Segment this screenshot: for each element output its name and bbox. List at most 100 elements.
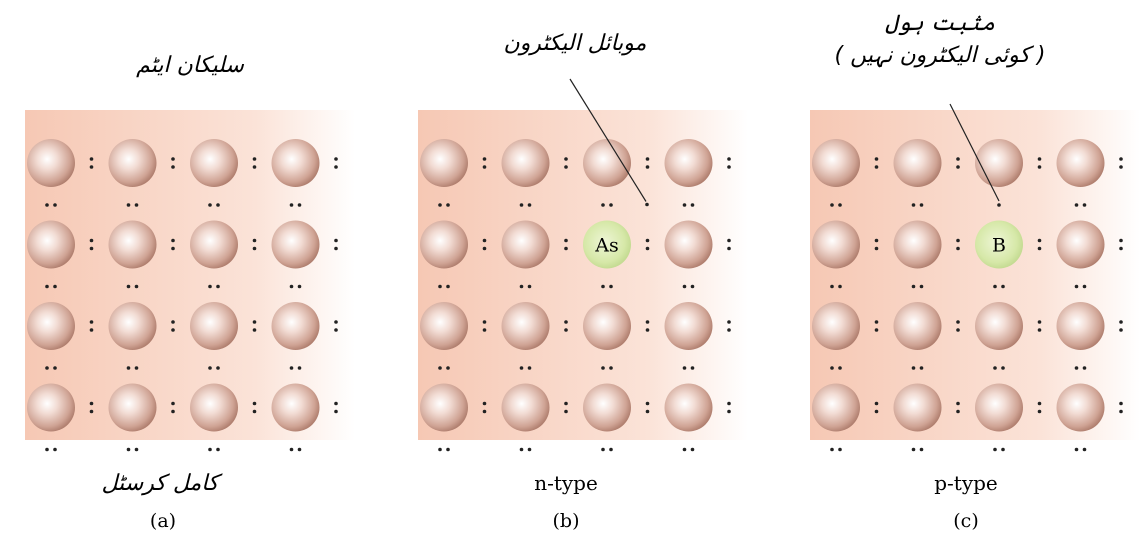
- bond-dots-vertical: [45, 447, 57, 452]
- silicon-atom: [501, 383, 550, 432]
- bond-dots-vertical: [682, 203, 695, 207]
- bond-dots-horizontal: [1037, 238, 1042, 251]
- bond-dots-vertical: [289, 284, 302, 289]
- bond-dots-horizontal: [564, 157, 568, 169]
- bond-dots-vertical: [830, 366, 842, 370]
- bond-dots-vertical: [1074, 203, 1087, 207]
- silicon-atom: [812, 139, 860, 187]
- panel-sublabel: (a): [150, 510, 176, 532]
- bond-dots-horizontal: [645, 157, 650, 169]
- bond-dots-horizontal: [334, 401, 338, 414]
- bond-dots-vertical: [601, 366, 613, 370]
- silicon-atom: [27, 383, 75, 432]
- silicon-atom: [583, 139, 631, 187]
- silicon-atom: [420, 220, 468, 269]
- bond-dots-vertical: [993, 447, 1005, 452]
- bond-dots-horizontal: [874, 401, 879, 414]
- bond-dots-vertical: [519, 366, 532, 370]
- bond-dots-horizontal: [252, 157, 257, 169]
- silicon-atom: [664, 383, 713, 432]
- mobile-electron-pointer: [569, 78, 647, 202]
- bond-dots-vertical: [911, 284, 924, 289]
- bond-dots-vertical: [289, 366, 302, 370]
- silicon-atom: [108, 383, 157, 432]
- silicon-atom: [190, 383, 238, 432]
- type-caption: p-type: [934, 471, 998, 495]
- silicon-atom: [108, 139, 157, 187]
- dopant-atom: [975, 220, 1023, 269]
- silicon-atom: [664, 220, 713, 269]
- bond-dots-vertical: [208, 366, 220, 370]
- bond-dots-horizontal: [252, 238, 257, 251]
- bond-dots-vertical: [208, 284, 220, 289]
- bond-dots-horizontal: [482, 157, 487, 169]
- silicon-atom: [27, 139, 75, 187]
- hole-pointer: [949, 103, 1000, 202]
- bond-dots-vertical: [126, 366, 139, 370]
- bond-dots-horizontal: [564, 320, 568, 332]
- silicon-atom: [583, 302, 631, 350]
- bond-dots-horizontal: [727, 320, 731, 332]
- bond-dots-horizontal: [1119, 401, 1123, 414]
- bond-dots-vertical: [289, 447, 302, 452]
- dopant-atom: [583, 220, 631, 269]
- silicon-atom: [108, 302, 157, 350]
- bond-dots-horizontal: [1119, 157, 1123, 169]
- bond-dots-vertical: [519, 447, 532, 452]
- bond-dots-horizontal: [482, 401, 487, 414]
- bond-dots-vertical: [45, 284, 57, 289]
- bond-dots-horizontal: [89, 157, 94, 169]
- silicon-atom: [583, 383, 631, 432]
- silicon-atom: [190, 139, 238, 187]
- bond-dots-vertical: [830, 284, 842, 289]
- silicon-atom: [664, 139, 713, 187]
- bond-dots-horizontal: [89, 320, 94, 332]
- silicon-atom: [812, 302, 860, 350]
- silicon-atom: [27, 220, 75, 269]
- type-caption: n-type: [534, 471, 598, 495]
- bond-dots-horizontal: [1037, 320, 1042, 332]
- bond-dots-vertical: [601, 447, 613, 452]
- silicon-atom: [812, 383, 860, 432]
- silicon-atom: [27, 302, 75, 350]
- bond-dots-horizontal: [482, 238, 487, 251]
- bond-dots-vertical: [519, 203, 532, 207]
- bond-dots-vertical: [126, 203, 139, 207]
- bond-dots-horizontal: [1037, 157, 1042, 169]
- bond-dots-horizontal: [874, 238, 879, 251]
- bond-dots-vertical: [438, 366, 450, 370]
- silicon-atom: [501, 302, 550, 350]
- silicon-atom: [271, 139, 320, 187]
- silicon-atom: [420, 383, 468, 432]
- silicon-atom: [812, 220, 860, 269]
- bond-dots-vertical: [126, 447, 139, 452]
- bond-dots-vertical: [438, 284, 450, 289]
- bond-dots-vertical: [911, 366, 924, 370]
- bond-dots-horizontal: [334, 238, 338, 251]
- bond-dots-horizontal: [727, 157, 731, 169]
- bond-dots-vertical: [993, 366, 1005, 370]
- bond-dots-horizontal: [171, 157, 175, 169]
- silicon-atom: [108, 220, 157, 269]
- bond-dots-horizontal: [171, 401, 175, 414]
- bond-dots-vertical: [601, 284, 613, 289]
- bond-dots-vertical: [911, 203, 924, 207]
- bond-dots-vertical: [682, 447, 695, 452]
- silicon-atom: [501, 220, 550, 269]
- silicon-atom: [893, 220, 942, 269]
- bond-dots-horizontal: [1037, 401, 1042, 414]
- bond-dots-horizontal: [956, 401, 960, 414]
- bond-dots-vertical: [997, 203, 1001, 207]
- bond-dots-horizontal: [727, 238, 731, 251]
- bond-dots-vertical: [682, 284, 695, 289]
- silicon-atom: [1056, 302, 1105, 350]
- silicon-atom: [893, 302, 942, 350]
- silicon-atom: [975, 302, 1023, 350]
- silicon-atom: [501, 139, 550, 187]
- top-label: مثبت ہول: [885, 11, 995, 36]
- bond-dots-vertical: [438, 447, 450, 452]
- bond-dots-horizontal: [645, 401, 650, 414]
- dopant-symbol: As: [594, 235, 618, 257]
